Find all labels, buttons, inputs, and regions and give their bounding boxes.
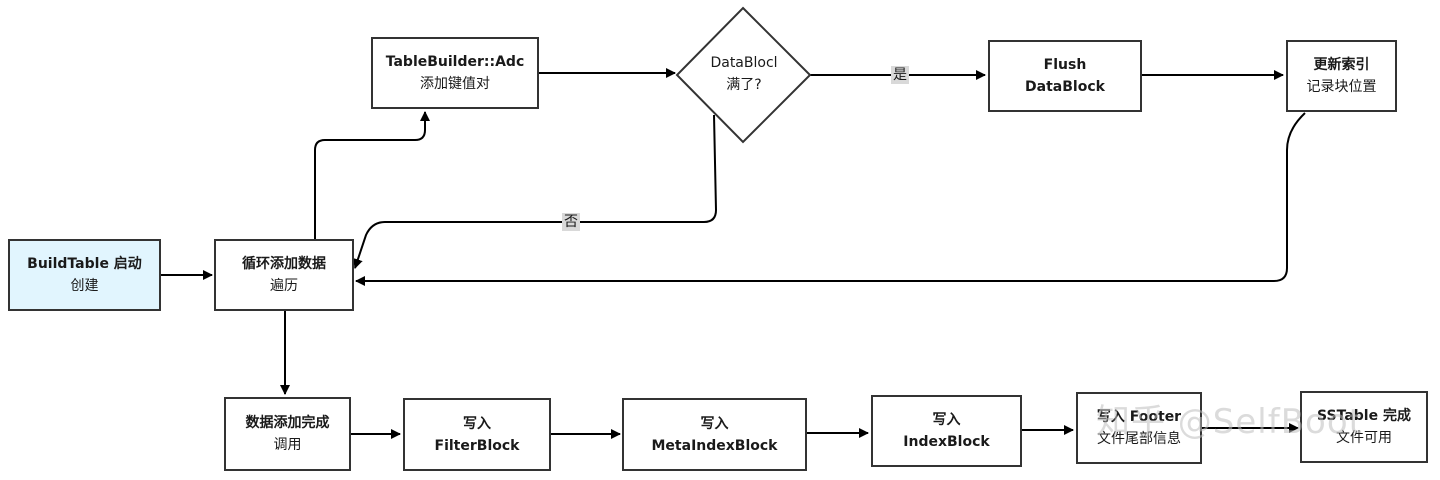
node-title: 写入: [700, 415, 729, 432]
node-subtitle: 创建: [70, 278, 99, 294]
node-loop-add-data: 循环添加数据 遍历: [214, 239, 354, 311]
node-sstable-done: SSTable 完成 文件可用: [1300, 391, 1428, 463]
node-title: Flush: [1043, 57, 1087, 73]
node-title: TableBuilder::Adc: [385, 54, 525, 70]
node-title: 数据添加完成: [245, 415, 330, 431]
edge-label-yes: 是: [891, 66, 909, 84]
node-data-adding-done: 数据添加完成 调用: [224, 397, 351, 471]
decision-label: DataBlocl 满了?: [682, 52, 806, 96]
node-subtitle: DataBlock: [1025, 79, 1105, 95]
node-flush-datablock: Flush DataBlock: [988, 40, 1142, 112]
node-subtitle: 文件可用: [1336, 430, 1392, 446]
node-buildtable-start: BuildTable 启动 创建: [8, 239, 161, 311]
decision-diamond: [675, 6, 812, 144]
node-subtitle: 文件尾部信息: [1097, 431, 1181, 447]
node-title: 写入: [463, 415, 491, 432]
edge-decision-no-to-loop: [353, 114, 718, 269]
decision-line-2: 满了?: [726, 77, 762, 93]
edge-label-no: 否: [562, 213, 580, 231]
node-title: 写入: [932, 412, 961, 428]
node-title: 更新索引: [1313, 57, 1370, 73]
node-tablebuilder-add: TableBuilder::Adc 添加键值对: [371, 37, 539, 109]
node-title: BuildTable 启动: [27, 256, 142, 272]
node-title: 循环添加数据: [242, 256, 326, 272]
node-write-footer: 写入 Footer 文件尾部信息: [1076, 392, 1202, 464]
node-title: SSTable 完成: [1317, 408, 1411, 424]
node-subtitle: 遍历: [270, 278, 298, 294]
node-update-index: 更新索引 记录块位置: [1286, 40, 1397, 112]
node-subtitle: MetaIndexBlock: [651, 437, 778, 454]
node-subtitle: IndexBlock: [903, 434, 990, 450]
watermark-text: 知乎 @SelfBoot: [1096, 402, 1363, 442]
node-title: 写入 Footer: [1096, 409, 1182, 425]
node-subtitle: 添加键值对: [420, 76, 490, 92]
node-write-filterblock: 写入 FilterBlock: [403, 398, 551, 471]
node-write-metaindexblock: 写入 MetaIndexBlock: [622, 398, 807, 471]
decision-line-1: DataBlocl: [710, 55, 778, 71]
node-subtitle: FilterBlock: [434, 437, 520, 454]
edge-update-index-to-loop: [355, 112, 1306, 286]
node-write-indexblock: 写入 IndexBlock: [871, 395, 1022, 467]
node-subtitle: 记录块位置: [1306, 79, 1377, 95]
node-subtitle: 调用: [273, 437, 302, 453]
edge-loop-to-add: [314, 111, 430, 240]
